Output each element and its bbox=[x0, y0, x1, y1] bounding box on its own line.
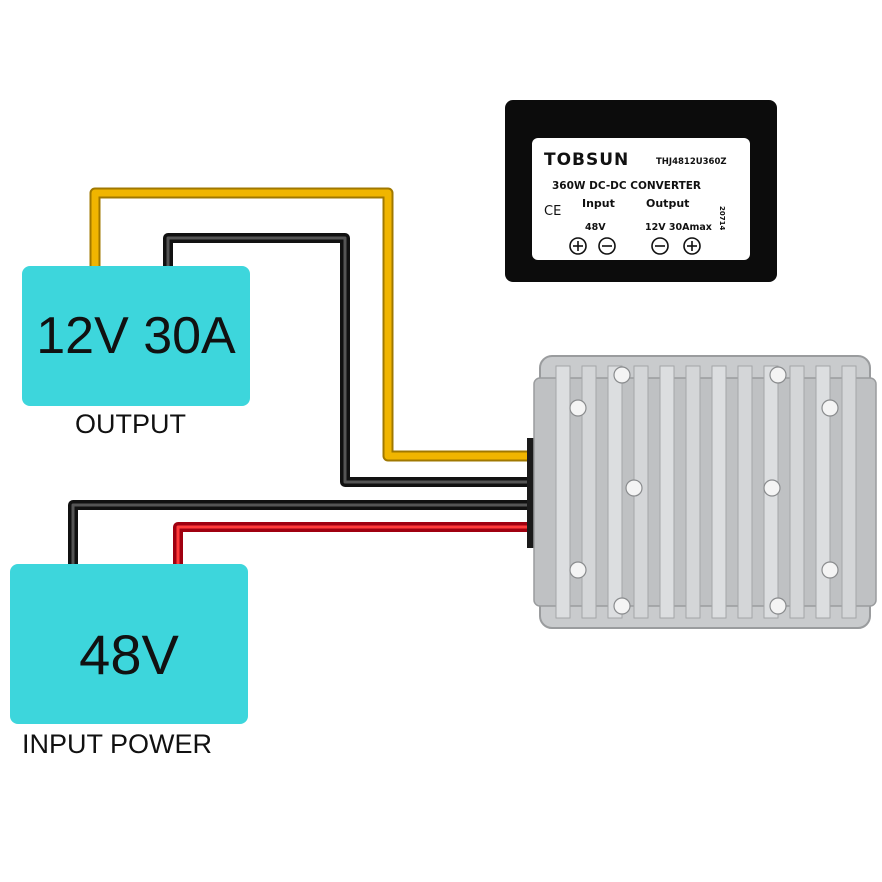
screw-hole bbox=[821, 399, 839, 417]
polarity-symbols bbox=[569, 237, 701, 255]
screw-hole bbox=[569, 561, 587, 579]
input-spec: 48V bbox=[79, 622, 179, 686]
yellow-output-wire-core bbox=[91, 189, 532, 460]
mounting-screws bbox=[569, 366, 839, 615]
screw-hole bbox=[769, 366, 787, 384]
black-input-wire-core bbox=[71, 503, 532, 575]
screw-hole bbox=[613, 597, 631, 615]
heatsink-fin bbox=[815, 365, 831, 619]
black-output-wire-core bbox=[166, 236, 532, 484]
output-spec: 12V 30A bbox=[36, 307, 236, 365]
model-number: THJ4812U360Z bbox=[656, 157, 727, 167]
output-block: 12V 30A bbox=[22, 266, 250, 406]
heatsink-fin bbox=[659, 365, 675, 619]
screw-hole bbox=[763, 479, 781, 497]
output-caption: OUTPUT bbox=[75, 409, 186, 439]
heatsink-fin bbox=[607, 365, 623, 619]
output-rating: 12V 30Amax bbox=[645, 222, 712, 233]
brand-name: TOBSUN bbox=[544, 150, 630, 170]
input-voltage: 48V bbox=[585, 222, 606, 233]
heatsink-fin bbox=[581, 365, 597, 619]
output-header: Output bbox=[646, 197, 690, 210]
heatsink-fin bbox=[789, 365, 805, 619]
screw-hole bbox=[769, 597, 787, 615]
converter-label: TOBSUN THJ4812U360Z 360W DC-DC CONVERTER… bbox=[532, 138, 750, 260]
screw-hole bbox=[625, 479, 643, 497]
input-minus-icon bbox=[598, 237, 616, 255]
heatsink-fins bbox=[555, 365, 857, 619]
input-plus-icon bbox=[569, 237, 587, 255]
heatsink-fin bbox=[841, 365, 857, 619]
converter-description: 360W DC-DC CONVERTER bbox=[552, 180, 702, 192]
red-input-wire-core bbox=[176, 525, 532, 575]
heatsink-fin bbox=[711, 365, 727, 619]
output-plus-icon bbox=[683, 237, 701, 255]
input-caption: INPUT POWER bbox=[22, 729, 213, 759]
screw-hole bbox=[613, 366, 631, 384]
output-minus-icon bbox=[651, 237, 669, 255]
input-block: 48V bbox=[10, 564, 248, 724]
screw-hole bbox=[821, 561, 839, 579]
heatsink-fin bbox=[555, 365, 571, 619]
heatsink-fin bbox=[737, 365, 753, 619]
screw-hole bbox=[569, 399, 587, 417]
heatsink-fin bbox=[685, 365, 701, 619]
ce-mark: CE bbox=[544, 204, 562, 219]
input-header: Input bbox=[582, 197, 615, 210]
